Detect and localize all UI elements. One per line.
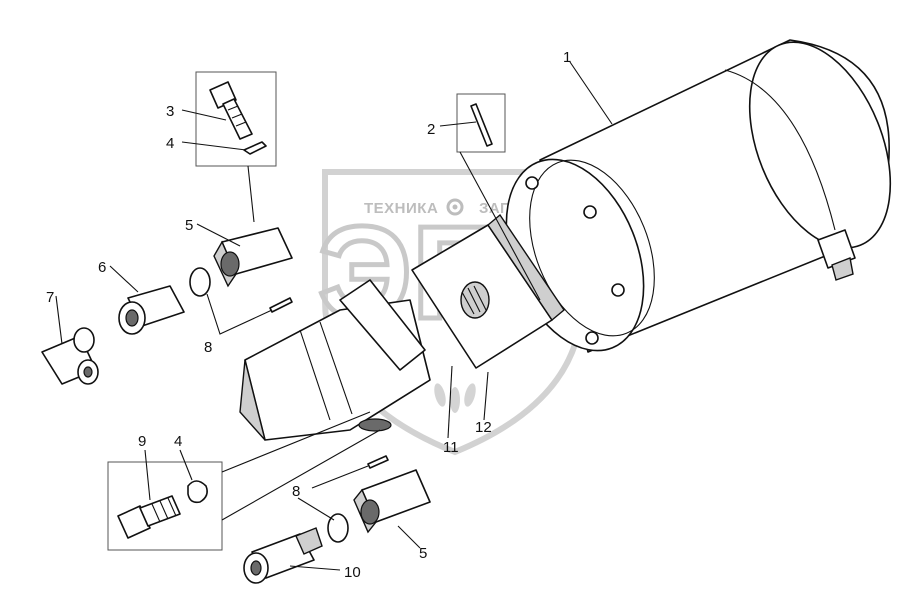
part-3-bolt [209,81,253,140]
callout-labels: 1 2 3 4 5 6 7 8 9 4 8 5 10 11 12 [46,49,571,581]
part-3-4-group [195,71,277,167]
callout-2: 2 [427,121,435,138]
part-12-flange [411,213,565,369]
part-4-washer-lower [187,480,208,504]
callout-5-upper: 5 [185,217,193,234]
part-1-fitting [817,229,856,281]
part-7-elbow [41,327,99,385]
part-1-housing [505,39,892,353]
callout-8-lower: 8 [292,483,300,500]
gear-icon [446,198,464,216]
callout-10: 10 [344,564,361,581]
callout-5-lower: 5 [419,545,427,562]
callout-1: 1 [563,49,571,66]
part-5-lower-fitting [353,469,431,534]
callout-4-lower: 4 [174,433,182,450]
part-9-bolt [117,495,181,539]
part-8-upper-ring [189,267,211,297]
callout-7: 7 [46,289,54,306]
callout-12: 12 [475,419,492,436]
callout-9: 9 [138,433,146,450]
wheat-icon [434,383,476,413]
callout-8-upper: 8 [204,339,212,356]
part-10-fitting [243,527,323,584]
callout-11: 11 [443,439,459,456]
part-4-washer-top [243,141,267,155]
part-2-pin [456,93,506,153]
part-8-lower-ring [327,513,349,543]
callout-4-upper: 4 [166,135,174,152]
valve-body [239,279,431,441]
callout-3: 3 [166,103,174,120]
part-6-nipple [118,285,185,335]
callout-6: 6 [98,259,106,276]
part-9-4-group [107,461,223,551]
watermark-left-word: ТЕХНИКА [364,200,438,217]
part-8-upper-pin [269,297,293,313]
part-5-upper-fitting [213,227,293,288]
part-8-lower-pin [367,455,389,469]
leader-lines [55,61,613,571]
